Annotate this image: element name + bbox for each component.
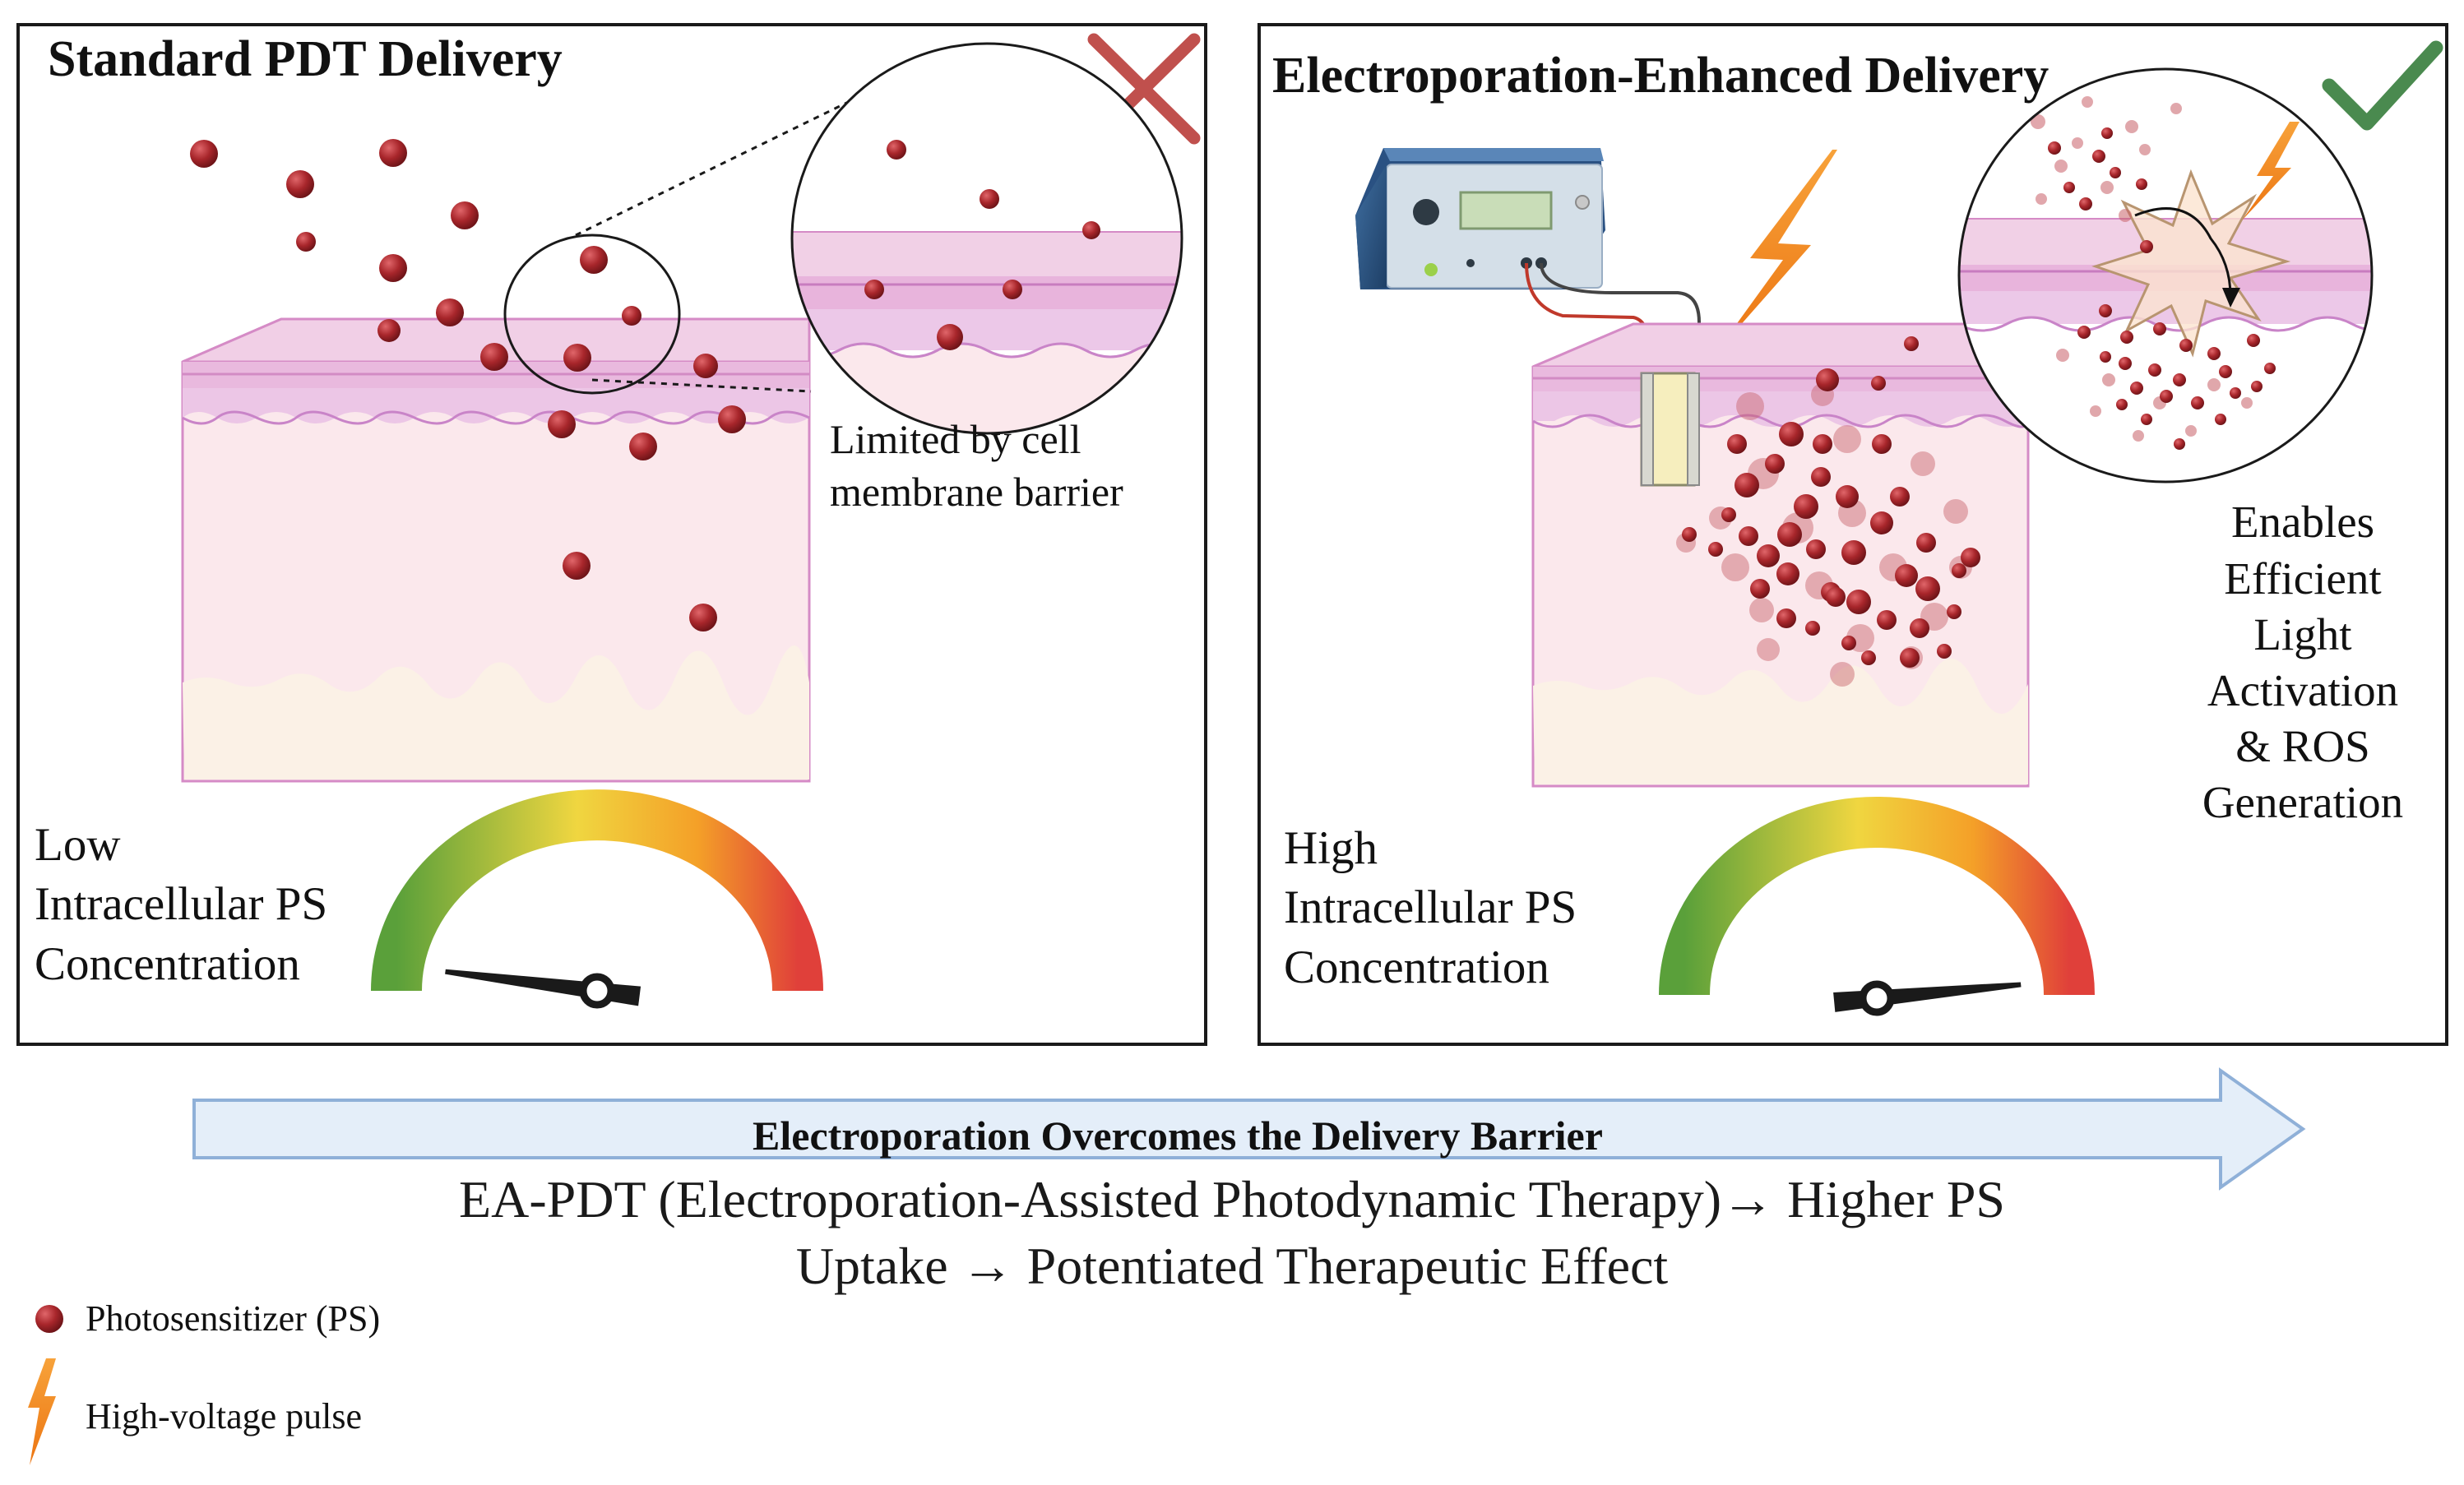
- right-callout-line2: Efficient: [2224, 553, 2381, 604]
- right-callout-line1: Enables: [2231, 497, 2374, 547]
- right-callout-line3: Light: [2253, 609, 2351, 659]
- right-callout-line5: & ROS: [2235, 721, 2370, 771]
- lightning-bolt-icon: [1714, 150, 1837, 355]
- right-panel: Electroporation-Enhanced Delivery: [1257, 23, 2448, 1046]
- electrode-plates: [1640, 372, 1700, 487]
- legend-item: High-voltage pulse: [28, 1358, 362, 1465]
- legend-label: High-voltage pulse: [86, 1396, 362, 1436]
- right-panel-title: Electroporation-Enhanced Delivery: [1272, 48, 2049, 104]
- left-concentration-line3: Concentration: [35, 938, 300, 990]
- delivery-banner: Electroporation Overcomes the Delivery B…: [192, 1067, 2306, 1295]
- left-panel-title: Standard PDT Delivery: [48, 31, 563, 87]
- skin-tissue-block: [181, 317, 811, 783]
- right-concentration-line3: Concentration: [1284, 941, 1549, 993]
- right-concentration-line1: High: [1284, 822, 1378, 874]
- left-concentration-line2: Intracellular PS: [35, 878, 327, 930]
- lightning-bolt-icon: [28, 1358, 56, 1465]
- legend: Photosensitizer (PS) High-voltage pulse: [28, 1298, 380, 1465]
- left-callout-line1: Limited by cell: [830, 416, 1081, 462]
- gauge-right: [1659, 797, 2095, 1016]
- legend-label: Photosensitizer (PS): [86, 1298, 380, 1339]
- photosensitizer-dot-icon: [35, 1305, 63, 1333]
- left-panel: Standard PDT Delivery: [16, 23, 1207, 1046]
- left-callout-line2: membrane barrier: [830, 469, 1123, 515]
- right-callout-line6: Generation: [2202, 777, 2403, 827]
- right-callout: Enables Efficient Light Activation & ROS…: [2202, 497, 2403, 827]
- legend-item: Photosensitizer (PS): [35, 1298, 380, 1339]
- skin-tissue-block-right: [1531, 322, 2030, 788]
- banner-arrow-label: Electroporation Overcomes the Delivery B…: [753, 1113, 1603, 1159]
- photosensitizer-dots-left: [190, 139, 746, 631]
- gauge-left: [371, 789, 823, 1009]
- summary-line2: Uptake → Potentiated Therapeutic Effect: [796, 1237, 1669, 1295]
- summary-line1: EA-PDT (Electroporation-Assisted Photody…: [459, 1170, 2005, 1228]
- right-callout-line4: Activation: [2207, 665, 2398, 715]
- electroporator-device-icon: [1355, 148, 1605, 289]
- left-concentration-line1: Low: [35, 819, 120, 871]
- right-concentration-line2: Intracellular PS: [1284, 881, 1577, 933]
- checkmark-icon: [2322, 40, 2443, 131]
- photosensitizer-cloud-right: [1676, 336, 1980, 687]
- banner-arrow: [192, 1067, 2306, 1191]
- membrane-zoom-inset-right: [1957, 67, 2374, 483]
